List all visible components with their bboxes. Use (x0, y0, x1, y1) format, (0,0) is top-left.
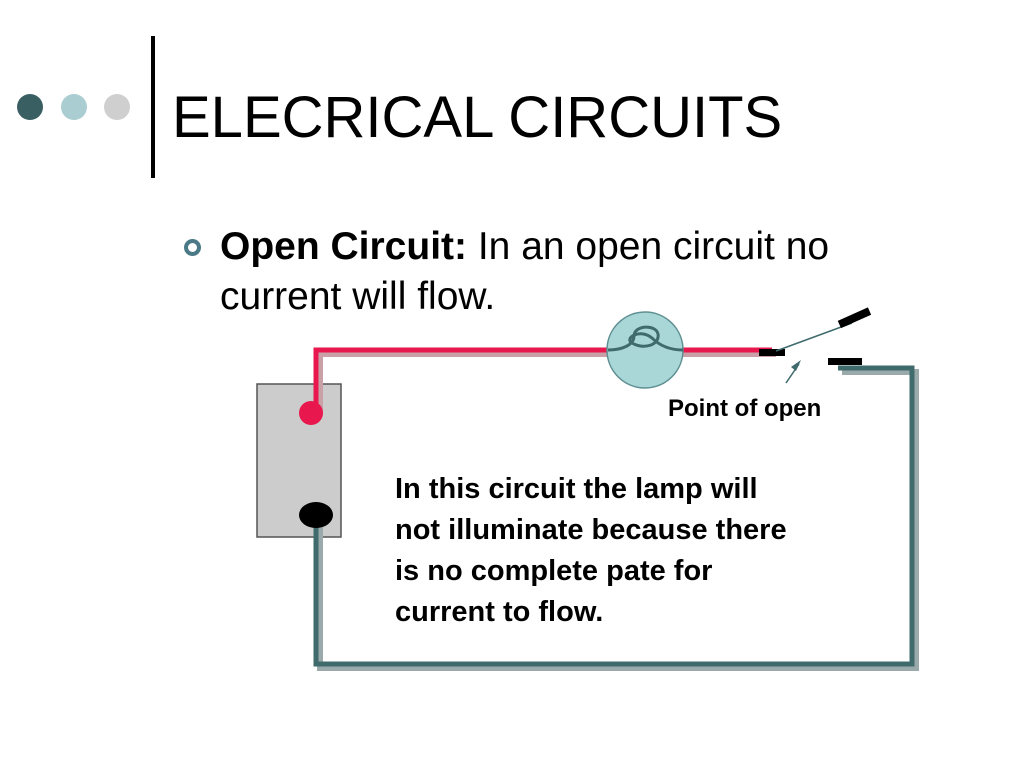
decorative-dot-teal (61, 94, 87, 120)
switch-contact-left (759, 349, 785, 356)
slide-title: ELECRICAL CIRCUITS (172, 85, 783, 150)
switch-lever-tip (837, 307, 872, 329)
positive-terminal (299, 401, 323, 425)
title-divider (151, 36, 155, 178)
open-switch-icon (759, 307, 872, 365)
decorative-dot-dark (17, 94, 43, 120)
negative-wire-shadow (317, 369, 919, 671)
caption-line: current to flow. (395, 596, 603, 628)
bullet-ring-icon (184, 239, 201, 256)
bullet-point: Open Circuit: In an open circuit no curr… (220, 222, 920, 322)
switch-contact-right (828, 358, 862, 365)
point-of-open-label: Point of open (668, 395, 821, 422)
caption-line: not illuminate because there (395, 514, 787, 546)
bullet-term: Open Circuit: (220, 225, 468, 268)
lamp-bulb-icon (606, 311, 684, 389)
decorative-dot-gray (104, 94, 130, 120)
caption-line: In this circuit the lamp will (395, 473, 758, 505)
caption-line: is no complete pate for (395, 555, 712, 587)
negative-wire-line (313, 365, 915, 667)
negative-wire (313, 365, 919, 671)
diagram-caption: In this circuit the lamp will not illumi… (395, 473, 795, 628)
negative-terminal (299, 502, 333, 528)
lamp-filament (607, 325, 684, 352)
pointer-head (791, 360, 801, 371)
pointer-arrow-icon (785, 360, 801, 384)
switch-lever (775, 322, 853, 352)
bullet-description: In an open circuit no current will flow. (220, 225, 830, 318)
